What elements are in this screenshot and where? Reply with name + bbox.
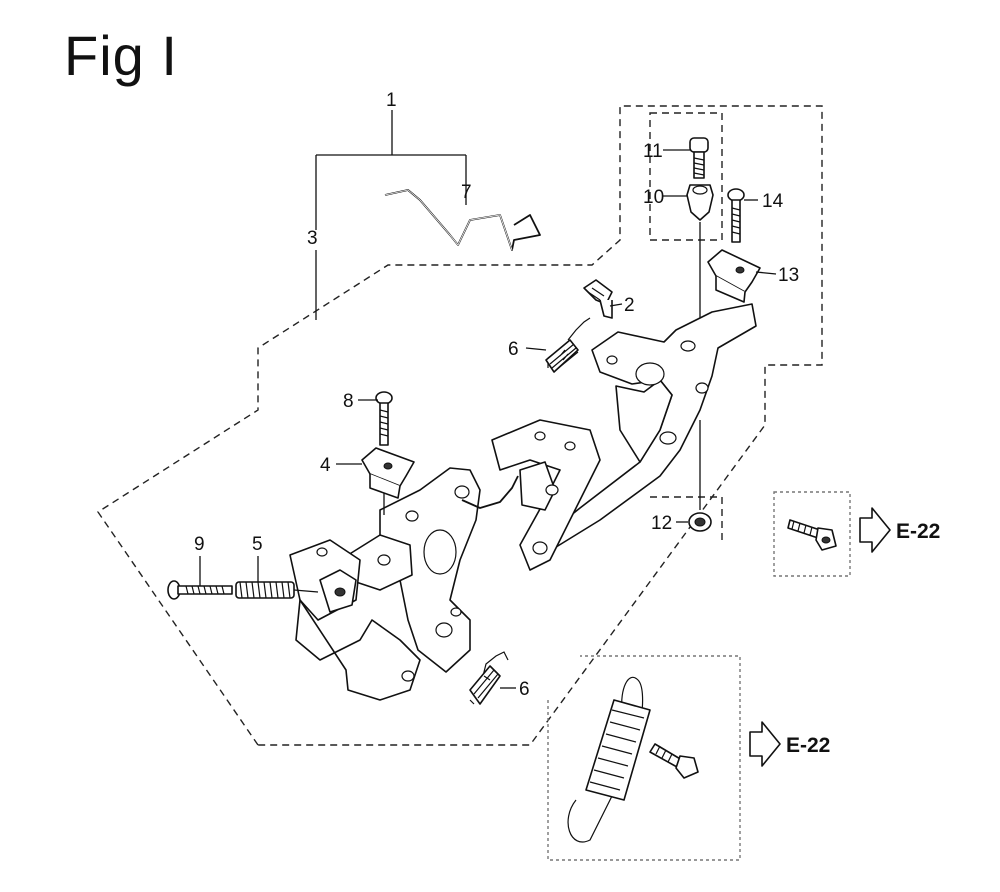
throttle-lever-plate: [491, 419, 601, 571]
callout-1: 1: [386, 90, 397, 111]
figure-title: Fig I: [64, 24, 178, 87]
leader-2: [609, 303, 623, 307]
callout-12: 12: [651, 513, 672, 534]
link-rod: [461, 475, 519, 509]
reference-bolt-upper: [787, 519, 837, 551]
callout-7: 7: [461, 182, 472, 203]
bolt-14: [727, 188, 745, 243]
bolt-9: [167, 580, 233, 600]
reference-box-upper: [773, 491, 851, 577]
subassembly-boundary-10-11: [649, 112, 723, 241]
cap-screw: [689, 137, 709, 179]
reference-label-upper: E-22: [896, 520, 940, 543]
callout-13: 13: [778, 265, 799, 286]
callout-5: 5: [252, 534, 263, 555]
spring-6-lower: [469, 651, 509, 705]
callout-3: 3: [307, 228, 318, 249]
wire-clip-13: [707, 249, 761, 303]
bolt-8: [375, 391, 393, 446]
nut-12: [688, 512, 712, 532]
callout-8: 8: [343, 391, 354, 412]
callout-2: 2: [624, 295, 635, 316]
callout-11: 11: [643, 141, 663, 162]
spring-6-upper: [545, 317, 591, 373]
reference-box-lower: [547, 655, 741, 861]
callout-6-lower: 6: [519, 679, 530, 700]
bracket-1: [315, 110, 467, 230]
callout-10: 10: [643, 187, 664, 208]
outline-right-arrow-icon: [859, 507, 891, 553]
governor-rod: [384, 189, 541, 251]
callout-9: 9: [194, 534, 205, 555]
spring-5: [235, 581, 319, 599]
control-base-plate: [539, 303, 757, 553]
reference-label-lower: E-22: [786, 734, 830, 757]
reference-bolt-lower: [649, 743, 699, 779]
leader-13: [755, 271, 777, 275]
spring-clip-2: [583, 279, 613, 319]
reference-spring-lower: [567, 676, 651, 843]
outline-right-arrow-icon: [749, 721, 781, 767]
subassembly-boundary-12: [650, 496, 723, 540]
callout-6-upper: 6: [508, 339, 519, 360]
governor-arm-bracket: [289, 467, 481, 701]
wire-clip-4: [361, 447, 415, 499]
assembly-boundary: [97, 105, 823, 746]
callout-4: 4: [320, 455, 331, 476]
leader-6-upper: [525, 347, 547, 351]
callout-14: 14: [762, 191, 784, 212]
adjuster-nut: [686, 184, 714, 221]
